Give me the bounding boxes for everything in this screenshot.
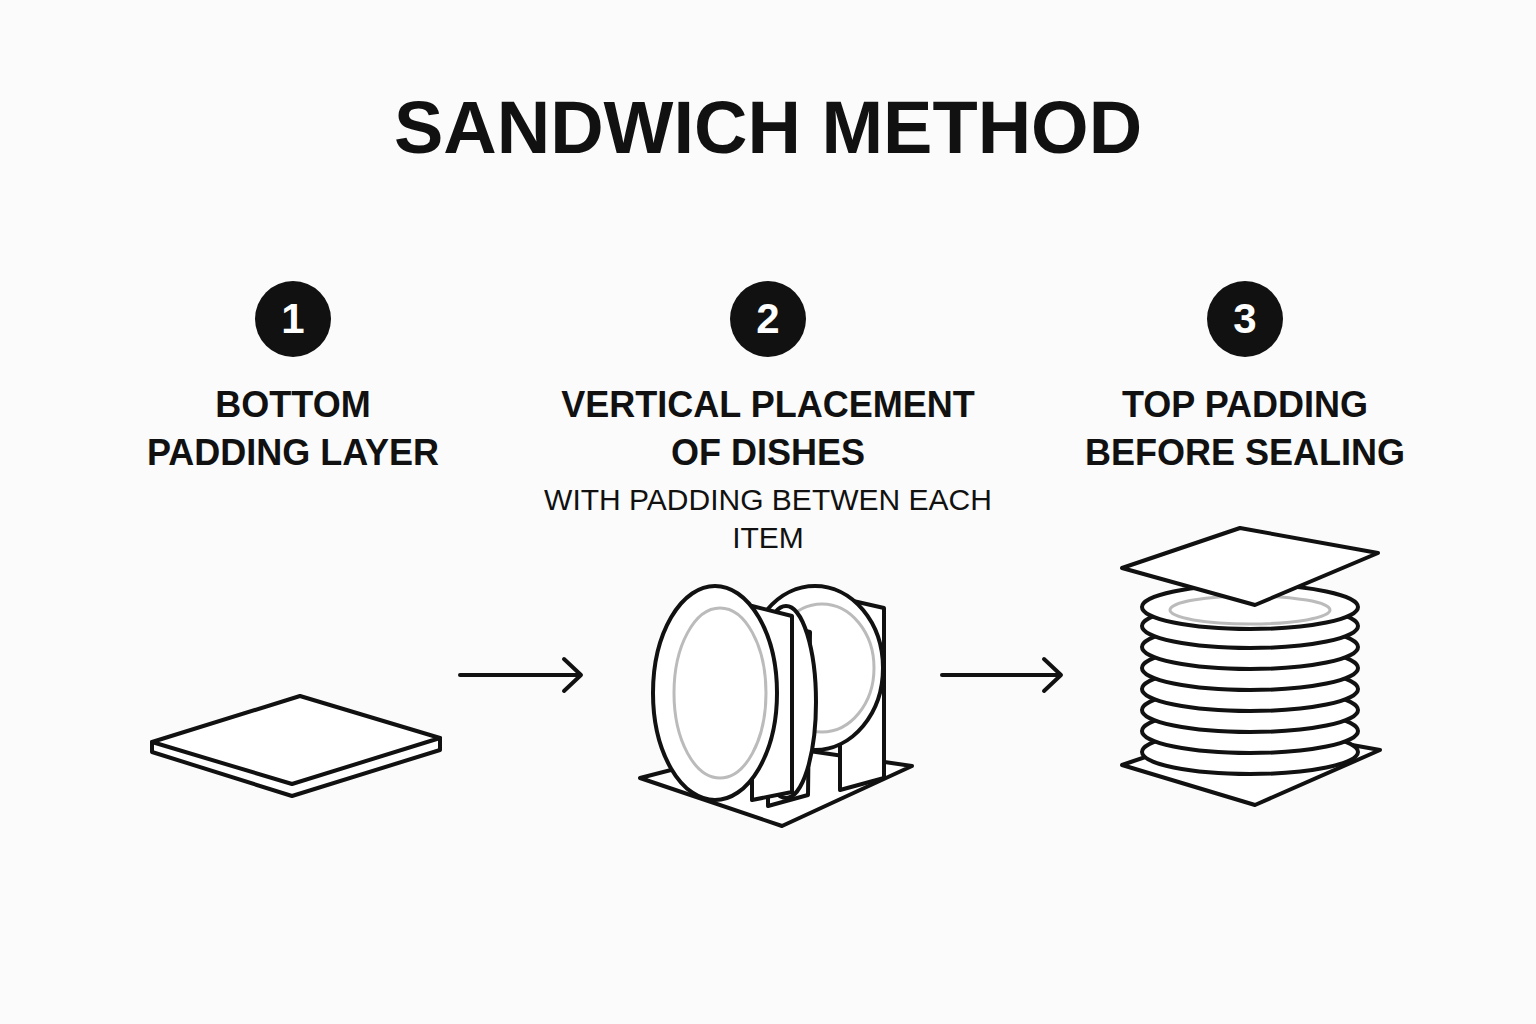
number-circle: 2 bbox=[730, 281, 806, 357]
step-heading: VERTICAL PLACEMENT OF DISHES bbox=[538, 381, 998, 477]
arrow-shaft bbox=[460, 673, 580, 677]
arrow-head bbox=[564, 659, 581, 691]
slab-top bbox=[152, 696, 440, 784]
step-number: 1 bbox=[281, 298, 304, 340]
plate bbox=[653, 586, 777, 800]
padding-slab bbox=[152, 696, 440, 796]
step-heading: TOP PADDING BEFORE SEALING bbox=[1065, 381, 1425, 477]
step-heading: BOTTOM PADDING LAYER bbox=[136, 381, 451, 477]
flow-arrow bbox=[942, 659, 1061, 691]
step-badge: 1BOTTOM PADDING LAYER bbox=[136, 281, 451, 477]
step-badge: 3TOP PADDING BEFORE SEALING bbox=[1065, 281, 1425, 477]
plate-stack bbox=[1122, 528, 1380, 805]
diagram-title: SANDWICH METHOD bbox=[0, 80, 1536, 176]
step-badge: 2VERTICAL PLACEMENT OF DISHESWITH PADDIN… bbox=[538, 281, 998, 557]
number-circle: 3 bbox=[1207, 281, 1283, 357]
step-note: WITH PADDING BETWEN EACH ITEM bbox=[538, 481, 998, 557]
vertical-dishes bbox=[640, 586, 912, 826]
top-padding bbox=[1122, 528, 1378, 605]
number-circle: 1 bbox=[255, 281, 331, 357]
arrow-head bbox=[1044, 659, 1061, 691]
step-number: 3 bbox=[1233, 298, 1256, 340]
plate-rim bbox=[674, 608, 766, 778]
flow-arrow bbox=[460, 659, 581, 691]
step-number: 2 bbox=[756, 298, 779, 340]
arrow-shaft bbox=[942, 673, 1060, 677]
